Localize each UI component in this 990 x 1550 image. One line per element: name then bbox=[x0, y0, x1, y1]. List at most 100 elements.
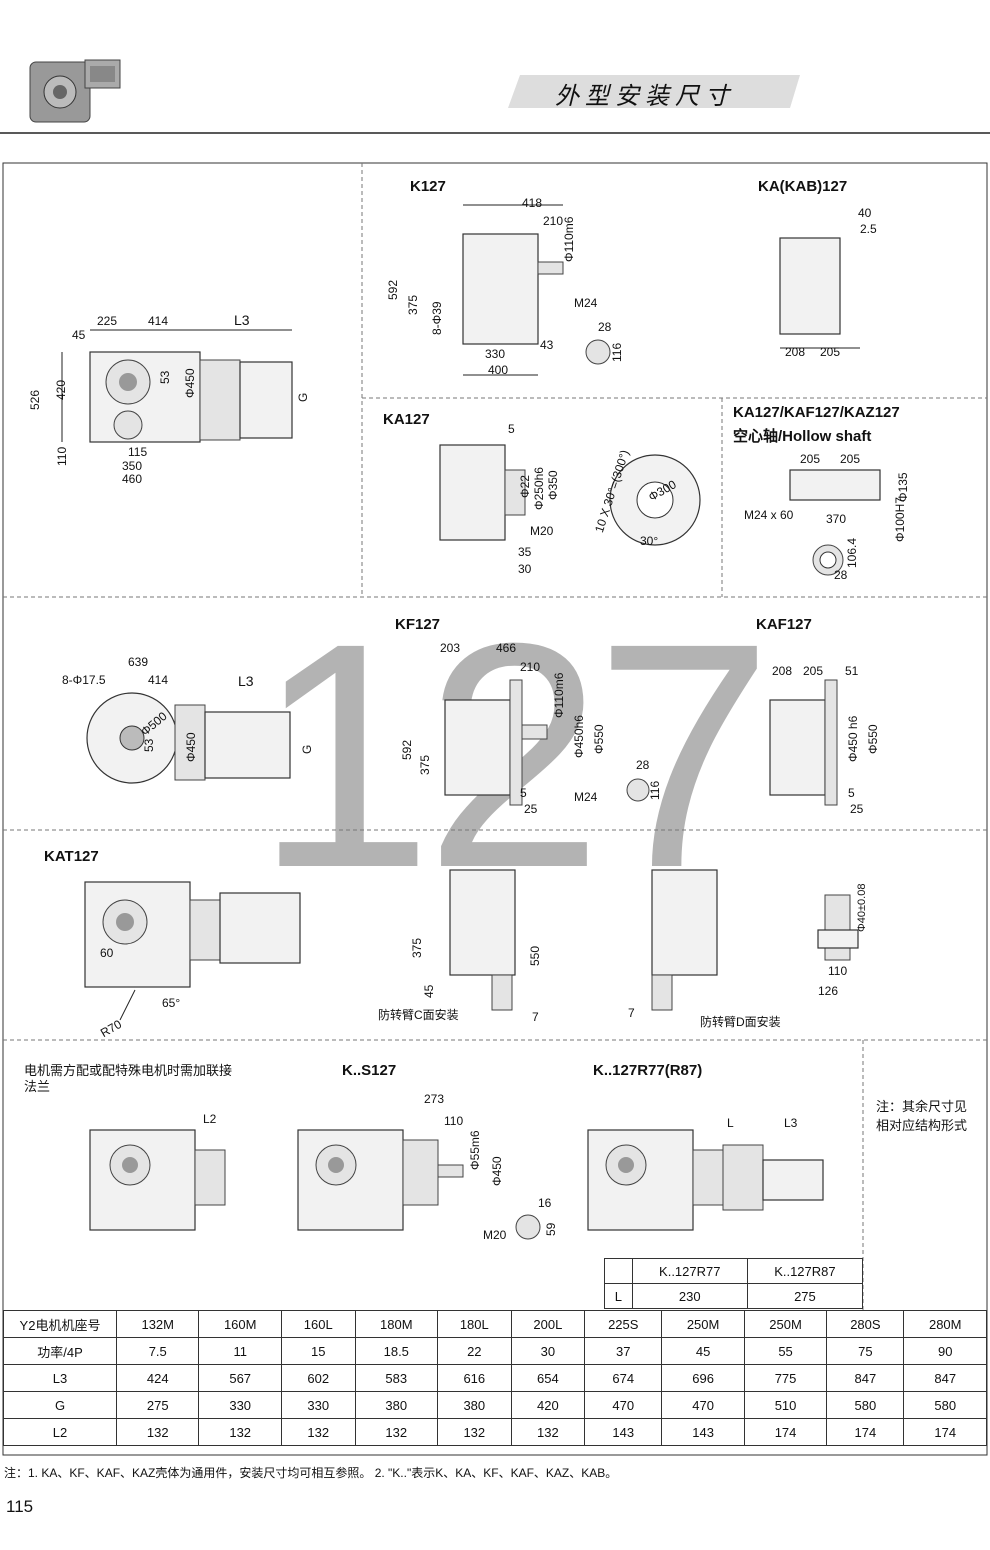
dim-label: 2.5 bbox=[860, 222, 877, 236]
dim-label: 414 bbox=[148, 673, 169, 687]
dim-label: Φ100H7 bbox=[893, 497, 907, 542]
dim-label: Φ250h6 bbox=[532, 467, 546, 510]
table-row-label: L2 bbox=[3, 1418, 117, 1446]
flange-note: 电机需方配或配特殊电机时需加联接法兰 bbox=[24, 1063, 233, 1094]
ks127-title: K..S127 bbox=[342, 1062, 397, 1079]
dim-label: L bbox=[727, 1116, 734, 1130]
table-cell: 470 bbox=[584, 1391, 663, 1419]
table-cell: 22 bbox=[437, 1337, 512, 1365]
table-cell: 280S bbox=[826, 1310, 905, 1338]
dim-label: Φ450 bbox=[183, 368, 197, 398]
table-cell: 132 bbox=[280, 1418, 356, 1446]
dim-label: 205 bbox=[800, 452, 821, 466]
table-cell: 775 bbox=[743, 1364, 828, 1392]
dim-label: 8-Φ17.5 bbox=[62, 673, 106, 687]
table-cell: 420 bbox=[510, 1391, 586, 1419]
dim-label: L3 bbox=[238, 673, 254, 689]
table-cell: 11 bbox=[198, 1337, 282, 1365]
table-cell: 275 bbox=[115, 1391, 200, 1419]
dim-label: 106.4 bbox=[845, 537, 859, 568]
table-cell: 380 bbox=[437, 1391, 512, 1419]
footnote: 注：1. KA、KF、KAF、KAZ壳体为通用件，安装尺寸均可相互参照。 2. … bbox=[4, 1466, 618, 1480]
kf-motor-drawing bbox=[86, 692, 291, 784]
dim-label: 205 bbox=[820, 345, 841, 359]
table-cell: 174 bbox=[903, 1418, 987, 1446]
dim-label: Φ550 bbox=[592, 724, 606, 754]
table-cell: 330 bbox=[280, 1391, 356, 1419]
dim-label: 205 bbox=[803, 664, 824, 678]
dim-label: 116 bbox=[648, 780, 662, 800]
dim-label: 25 bbox=[524, 802, 538, 816]
dim-label: 40 bbox=[858, 206, 872, 220]
dim-label: 35 bbox=[518, 545, 532, 559]
header-graphics bbox=[0, 59, 990, 134]
table-cell: 174 bbox=[743, 1418, 828, 1446]
table-cell: 380 bbox=[354, 1391, 439, 1419]
table-row-label: L3 bbox=[3, 1364, 117, 1392]
hollow-title: KA127/KAF127/KAZ127 bbox=[733, 404, 900, 421]
table-cell: 275 bbox=[746, 1283, 864, 1309]
table-cell: 424 bbox=[115, 1364, 200, 1392]
table-cell: 143 bbox=[661, 1418, 745, 1446]
dim-label: Φ22 bbox=[518, 475, 532, 498]
dim-label: 53 bbox=[142, 738, 156, 752]
dim-label: M20 bbox=[483, 1228, 507, 1242]
kaf127-title: KAF127 bbox=[756, 616, 812, 633]
kaf127-drawing bbox=[769, 679, 838, 806]
table-cell: 132 bbox=[354, 1418, 439, 1446]
dim-label: Φ450 h6 bbox=[846, 715, 860, 762]
dim-label: L2 bbox=[203, 1112, 217, 1126]
table-cell: 580 bbox=[826, 1391, 905, 1419]
table-cell: 37 bbox=[584, 1337, 663, 1365]
table-row-label: 功率/4P bbox=[3, 1337, 117, 1365]
table-cell: 225S bbox=[584, 1310, 663, 1338]
dim-label: 30° bbox=[640, 534, 659, 548]
bushing-drawing bbox=[817, 894, 859, 961]
dim-label: 126 bbox=[818, 984, 839, 998]
gearbox-thumbnail-icon bbox=[29, 59, 121, 123]
kab127-drawing bbox=[779, 237, 860, 349]
table-cell: 132 bbox=[510, 1418, 586, 1446]
table-cell: 847 bbox=[826, 1364, 905, 1392]
dim-label: 25 bbox=[850, 802, 864, 816]
kr77-drawing bbox=[587, 1129, 824, 1231]
kat127-drawing bbox=[84, 881, 301, 1021]
dim-label: 28 bbox=[834, 568, 848, 582]
dim-label: 418 bbox=[522, 196, 543, 210]
dim-label: 59 bbox=[544, 1222, 558, 1236]
table-cell: 75 bbox=[826, 1337, 905, 1365]
table-header: K..127R77 bbox=[631, 1258, 748, 1284]
dim-label: Φ350 bbox=[546, 470, 560, 500]
dim-label: Φ110m6 bbox=[562, 216, 576, 262]
table-cell: 654 bbox=[510, 1364, 586, 1392]
dim-label: 28 bbox=[598, 320, 612, 334]
table-cell: 174 bbox=[826, 1418, 905, 1446]
dim-label: 51 bbox=[845, 664, 859, 678]
table-row-label: Y2电机机座号 bbox=[3, 1310, 117, 1338]
dim-label: G bbox=[300, 744, 314, 754]
table-cell: 55 bbox=[743, 1337, 828, 1365]
table-row-label: G bbox=[3, 1391, 117, 1419]
table-row: L2 132 132 132 132 132 132 143 143 174 1… bbox=[3, 1418, 987, 1446]
table-cell: 45 bbox=[661, 1337, 745, 1365]
dim-label: 45 bbox=[422, 984, 436, 998]
dim-label: Φ40±0.08 bbox=[856, 883, 868, 932]
dim-label: 330 bbox=[485, 347, 506, 361]
dim-label: Φ450 bbox=[490, 1156, 504, 1186]
dim-label: 30 bbox=[518, 562, 532, 576]
kat127-title: KAT127 bbox=[44, 848, 99, 865]
table-cell: 180L bbox=[437, 1310, 512, 1338]
dim-label: L3 bbox=[234, 312, 250, 328]
torque-arm-c-label: 防转臂C面安装 bbox=[378, 1008, 459, 1022]
table-cell: 30 bbox=[510, 1337, 586, 1365]
table-row: 功率/4P 7.5 11 15 18.5 22 30 37 45 55 75 9… bbox=[3, 1337, 987, 1365]
dim-label: 5 bbox=[848, 786, 855, 800]
table-cell: 616 bbox=[437, 1364, 512, 1392]
table-header: K..127R87 bbox=[746, 1258, 864, 1284]
table-row-label: L bbox=[604, 1283, 633, 1309]
side-note: 注：其余尺寸见相对应结构形式 bbox=[876, 1099, 968, 1133]
table-cell: 160M bbox=[198, 1310, 282, 1338]
table-cell: 180M bbox=[354, 1310, 439, 1338]
spec-table: Y2电机机座号 132M 160M 160L 180M 180L 200L 22… bbox=[3, 1310, 987, 1446]
